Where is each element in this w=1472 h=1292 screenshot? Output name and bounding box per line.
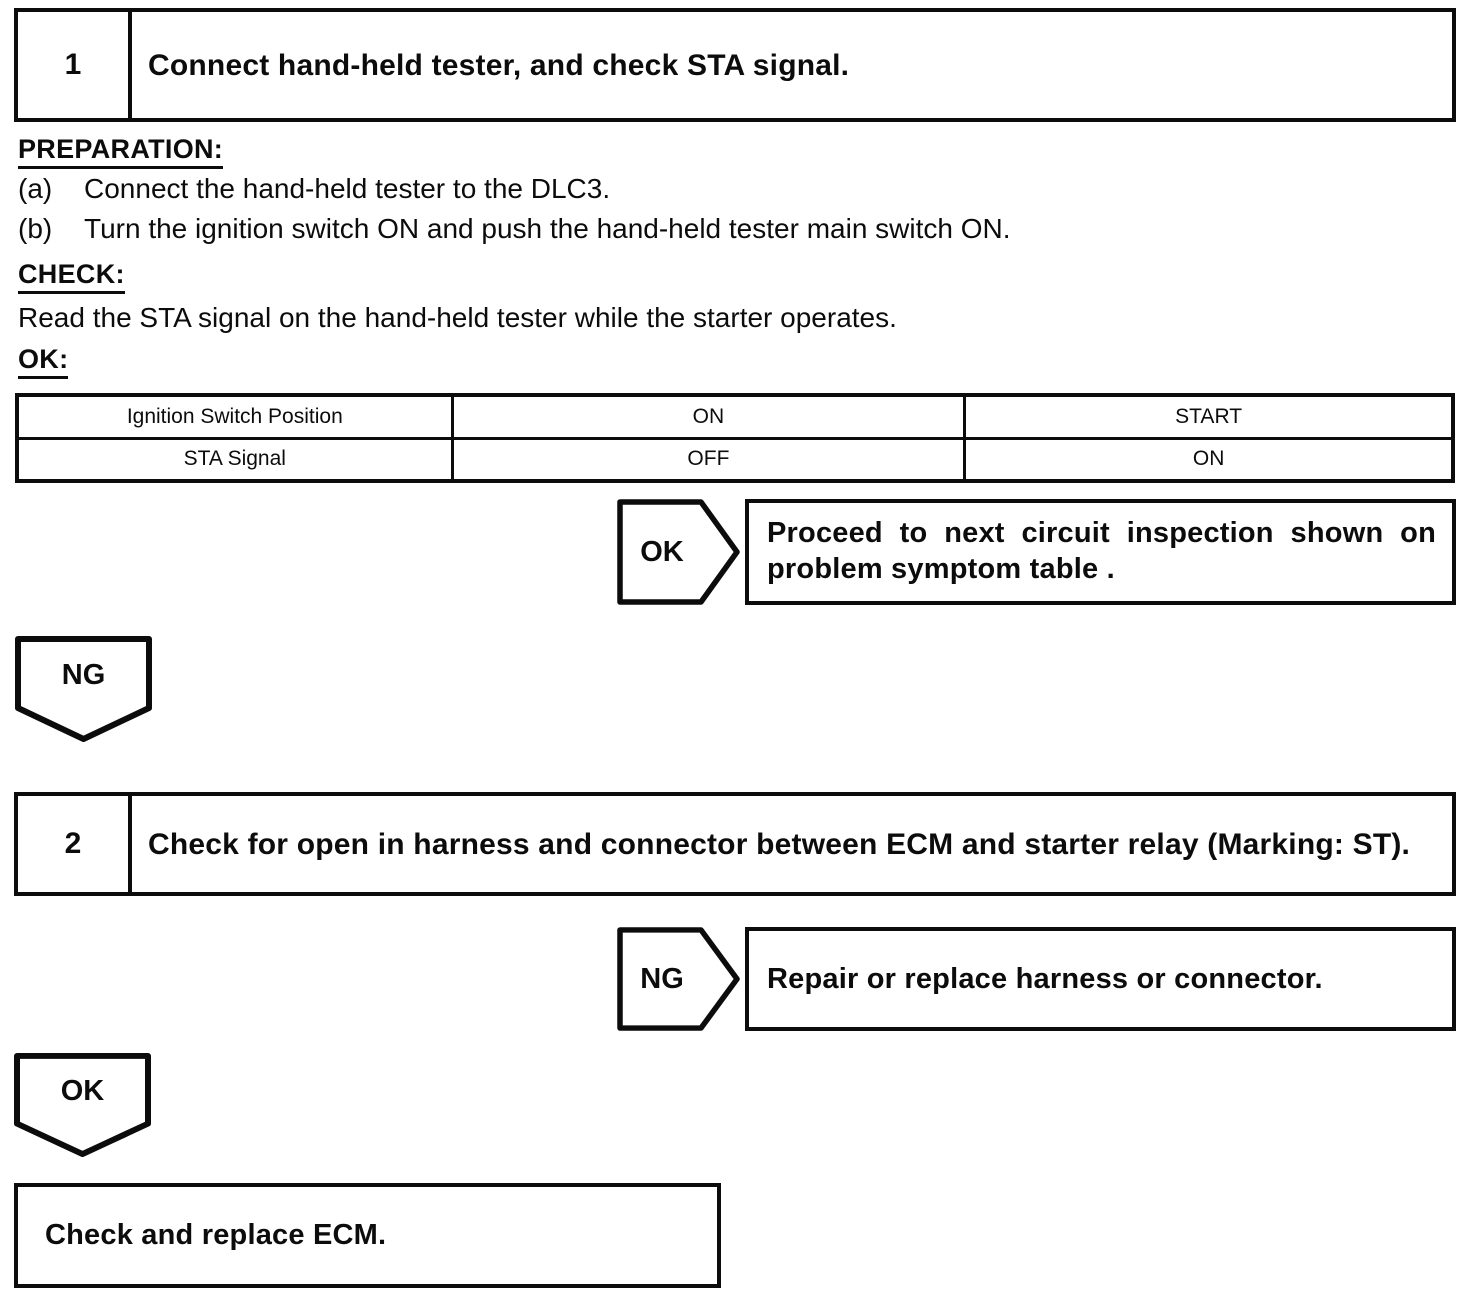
manual-page: 1 Connect hand-held tester, and check ST… [0,8,1472,1292]
preparation-heading: PREPARATION: [18,134,224,169]
step-2-number: 2 [18,796,132,892]
table-cell: STA Signal [15,436,454,483]
procedure-text: PREPARATION: (a) Connect the hand-held t… [18,134,1452,379]
table-row: Ignition Switch Position ON START [15,393,1455,440]
ng-branch: NG Repair or replace harness or connecto… [14,927,1456,1031]
table-cell: OFF [450,436,967,483]
prep-item-a-text: Connect the hand-held tester to the DLC3… [84,173,611,204]
prep-item-a-label: (a) [18,173,53,204]
ok-branch: OK Proceed to next circuit inspection sh… [14,499,1456,605]
step-1-box: 1 Connect hand-held tester, and check ST… [14,8,1456,122]
step-1-number: 1 [18,12,132,118]
pentagon-shape [617,927,740,1031]
ok-heading: OK: [18,344,69,379]
ng-result-text: Repair or replace harness or connector. [767,963,1323,995]
pentagon-shape [14,1052,151,1158]
ok-arrow-label: OK [640,535,684,568]
ng-arrow-label: NG [640,962,684,995]
table-cell: START [963,393,1455,440]
ok-down-label: OK [60,1074,105,1107]
table-row: STA Signal OFF ON [15,436,1455,483]
ok-right-arrow-icon: OK [617,499,741,605]
prep-item-b-text: Turn the ignition switch ON and push the… [84,213,1011,244]
table-cell: ON [963,436,1455,483]
ng-right-arrow-icon: NG [617,927,741,1031]
prep-item-b-label: (b) [18,213,53,244]
ok-result-text: Proceed to next circuit inspection shown… [767,517,1436,585]
ng-down-arrow-icon: NG [14,635,153,743]
ok-down-arrow-icon: OK [13,1052,152,1158]
step-2-box: 2 Check for open in harness and connecto… [14,792,1456,896]
check-heading: CHECK: [18,259,125,294]
ng-down-label: NG [61,658,106,691]
step-1-title: Connect hand-held tester, and check STA … [148,48,850,82]
pentagon-shape [617,499,740,605]
final-action-text: Check and replace ECM. [45,1219,387,1251]
ng-result-box: Repair or replace harness or connector. [745,927,1456,1031]
step-2-title: Check for open in harness and connector … [148,827,1411,861]
sta-signal-table: Ignition Switch Position ON START STA Si… [15,393,1455,483]
table-cell: ON [450,393,967,440]
check-text: Read the STA signal on the hand-held tes… [18,302,897,333]
prep-item-b: (b) Turn the ignition switch ON and push… [18,209,1452,249]
table-cell: Ignition Switch Position [15,393,454,440]
pentagon-shape [15,636,152,742]
final-action-box: Check and replace ECM. [14,1183,721,1288]
ok-result-box: Proceed to next circuit inspection shown… [745,499,1456,605]
prep-item-a: (a) Connect the hand-held tester to the … [18,169,1452,209]
